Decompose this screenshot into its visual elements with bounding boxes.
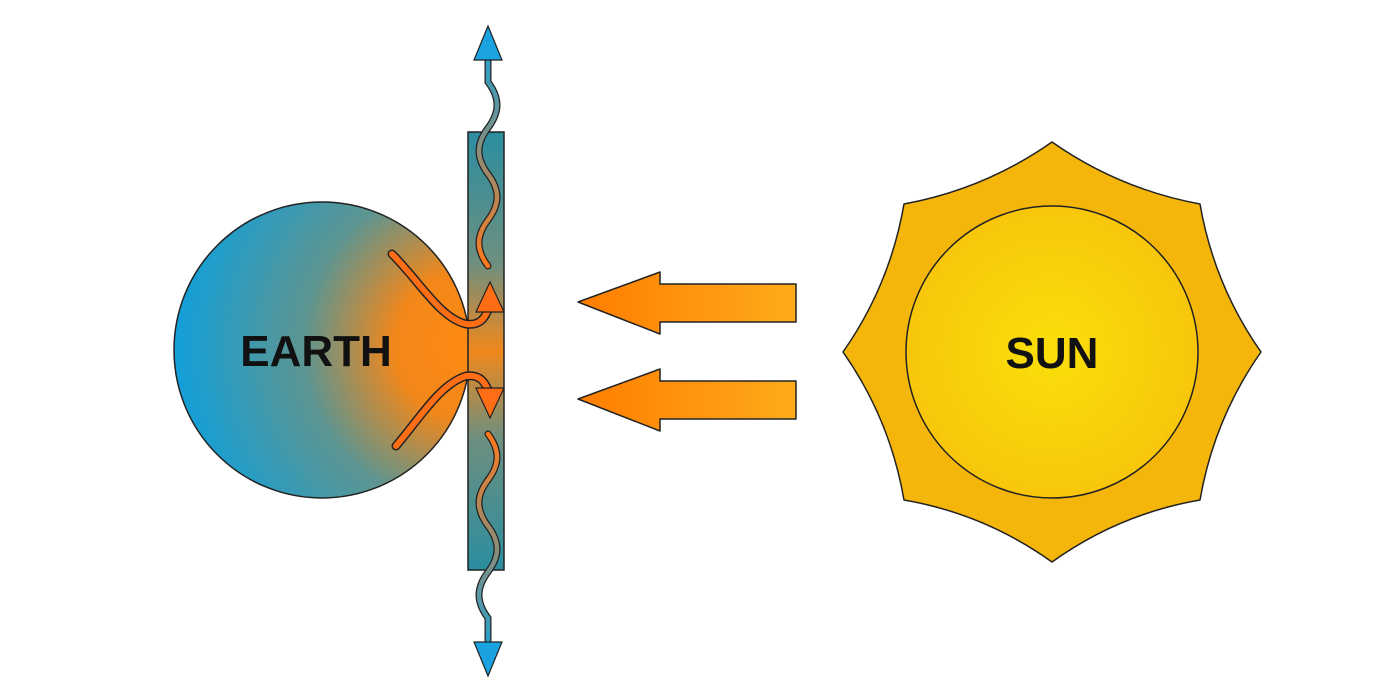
sunlight-arrow-top: [577, 271, 797, 335]
arrow-left-icon: [577, 368, 797, 432]
earth: EARTH: [173, 201, 471, 499]
escaping-radiation-down: [473, 430, 503, 678]
reflected-heat-bottom: [391, 371, 505, 451]
reflected-heat-top: [387, 249, 505, 329]
escaping-radiation-up: [473, 24, 503, 270]
sunlight-arrow-bottom: [577, 368, 797, 432]
earth-label: EARTH: [240, 327, 392, 376]
sun: SUN: [842, 141, 1262, 563]
arrow-left-icon: [577, 271, 797, 335]
sun-core: [905, 205, 1199, 499]
sun-label: SUN: [1006, 329, 1099, 378]
